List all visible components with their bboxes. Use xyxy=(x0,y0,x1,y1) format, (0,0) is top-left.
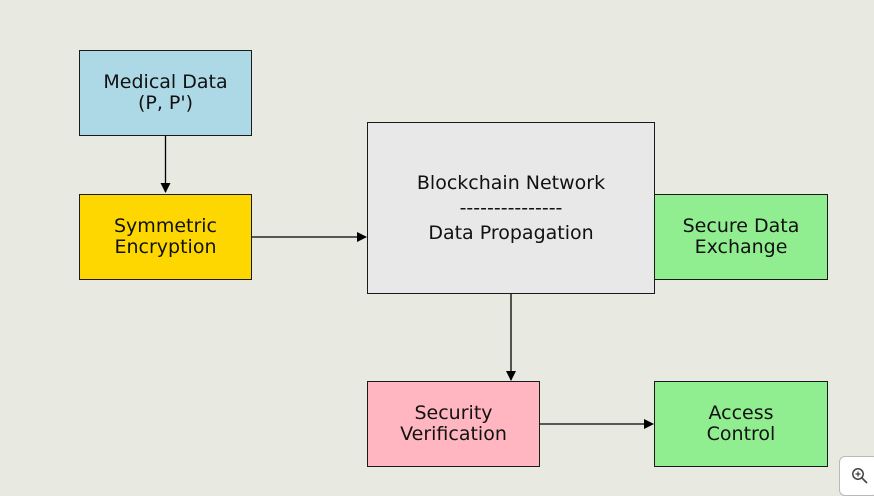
node-symmetric-encryption: Symmetric Encryption xyxy=(79,194,252,280)
node-security-verification-line2: Verification xyxy=(400,423,507,445)
node-blockchain-network-line2: Data Propagation xyxy=(428,221,594,244)
node-blockchain-network: Blockchain Network --------------- Data … xyxy=(367,122,655,294)
node-security-verification-line1: Security xyxy=(414,402,493,424)
node-secure-data-exchange: Secure Data Exchange xyxy=(654,194,828,280)
zoom-in-button[interactable] xyxy=(839,456,874,496)
node-medical-data-line1: Medical Data xyxy=(103,71,228,93)
node-secure-data-exchange-line1: Secure Data xyxy=(682,215,800,237)
zoom-in-icon xyxy=(852,468,868,484)
node-medical-data-line2: (P, P') xyxy=(137,92,194,114)
node-access-control-line1: Access xyxy=(708,402,774,424)
node-secure-data-exchange-line2: Exchange xyxy=(694,236,788,258)
node-medical-data: Medical Data (P, P') xyxy=(79,50,252,136)
node-symmetric-encryption-line2: Encryption xyxy=(114,236,217,258)
node-security-verification: Security Verification xyxy=(367,381,540,467)
node-access-control-line2: Control xyxy=(706,423,776,445)
node-blockchain-network-separator: --------------- xyxy=(459,196,563,219)
node-symmetric-encryption-line1: Symmetric xyxy=(114,215,217,237)
node-blockchain-network-line1: Blockchain Network xyxy=(416,171,606,194)
node-access-control: Access Control xyxy=(654,381,828,467)
